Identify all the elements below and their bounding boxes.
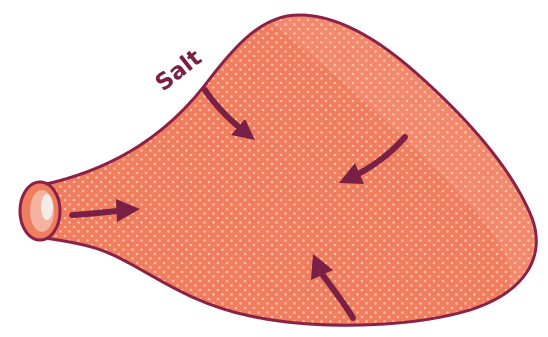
salt-label: Salt	[151, 45, 207, 97]
bone-icon	[41, 194, 53, 220]
